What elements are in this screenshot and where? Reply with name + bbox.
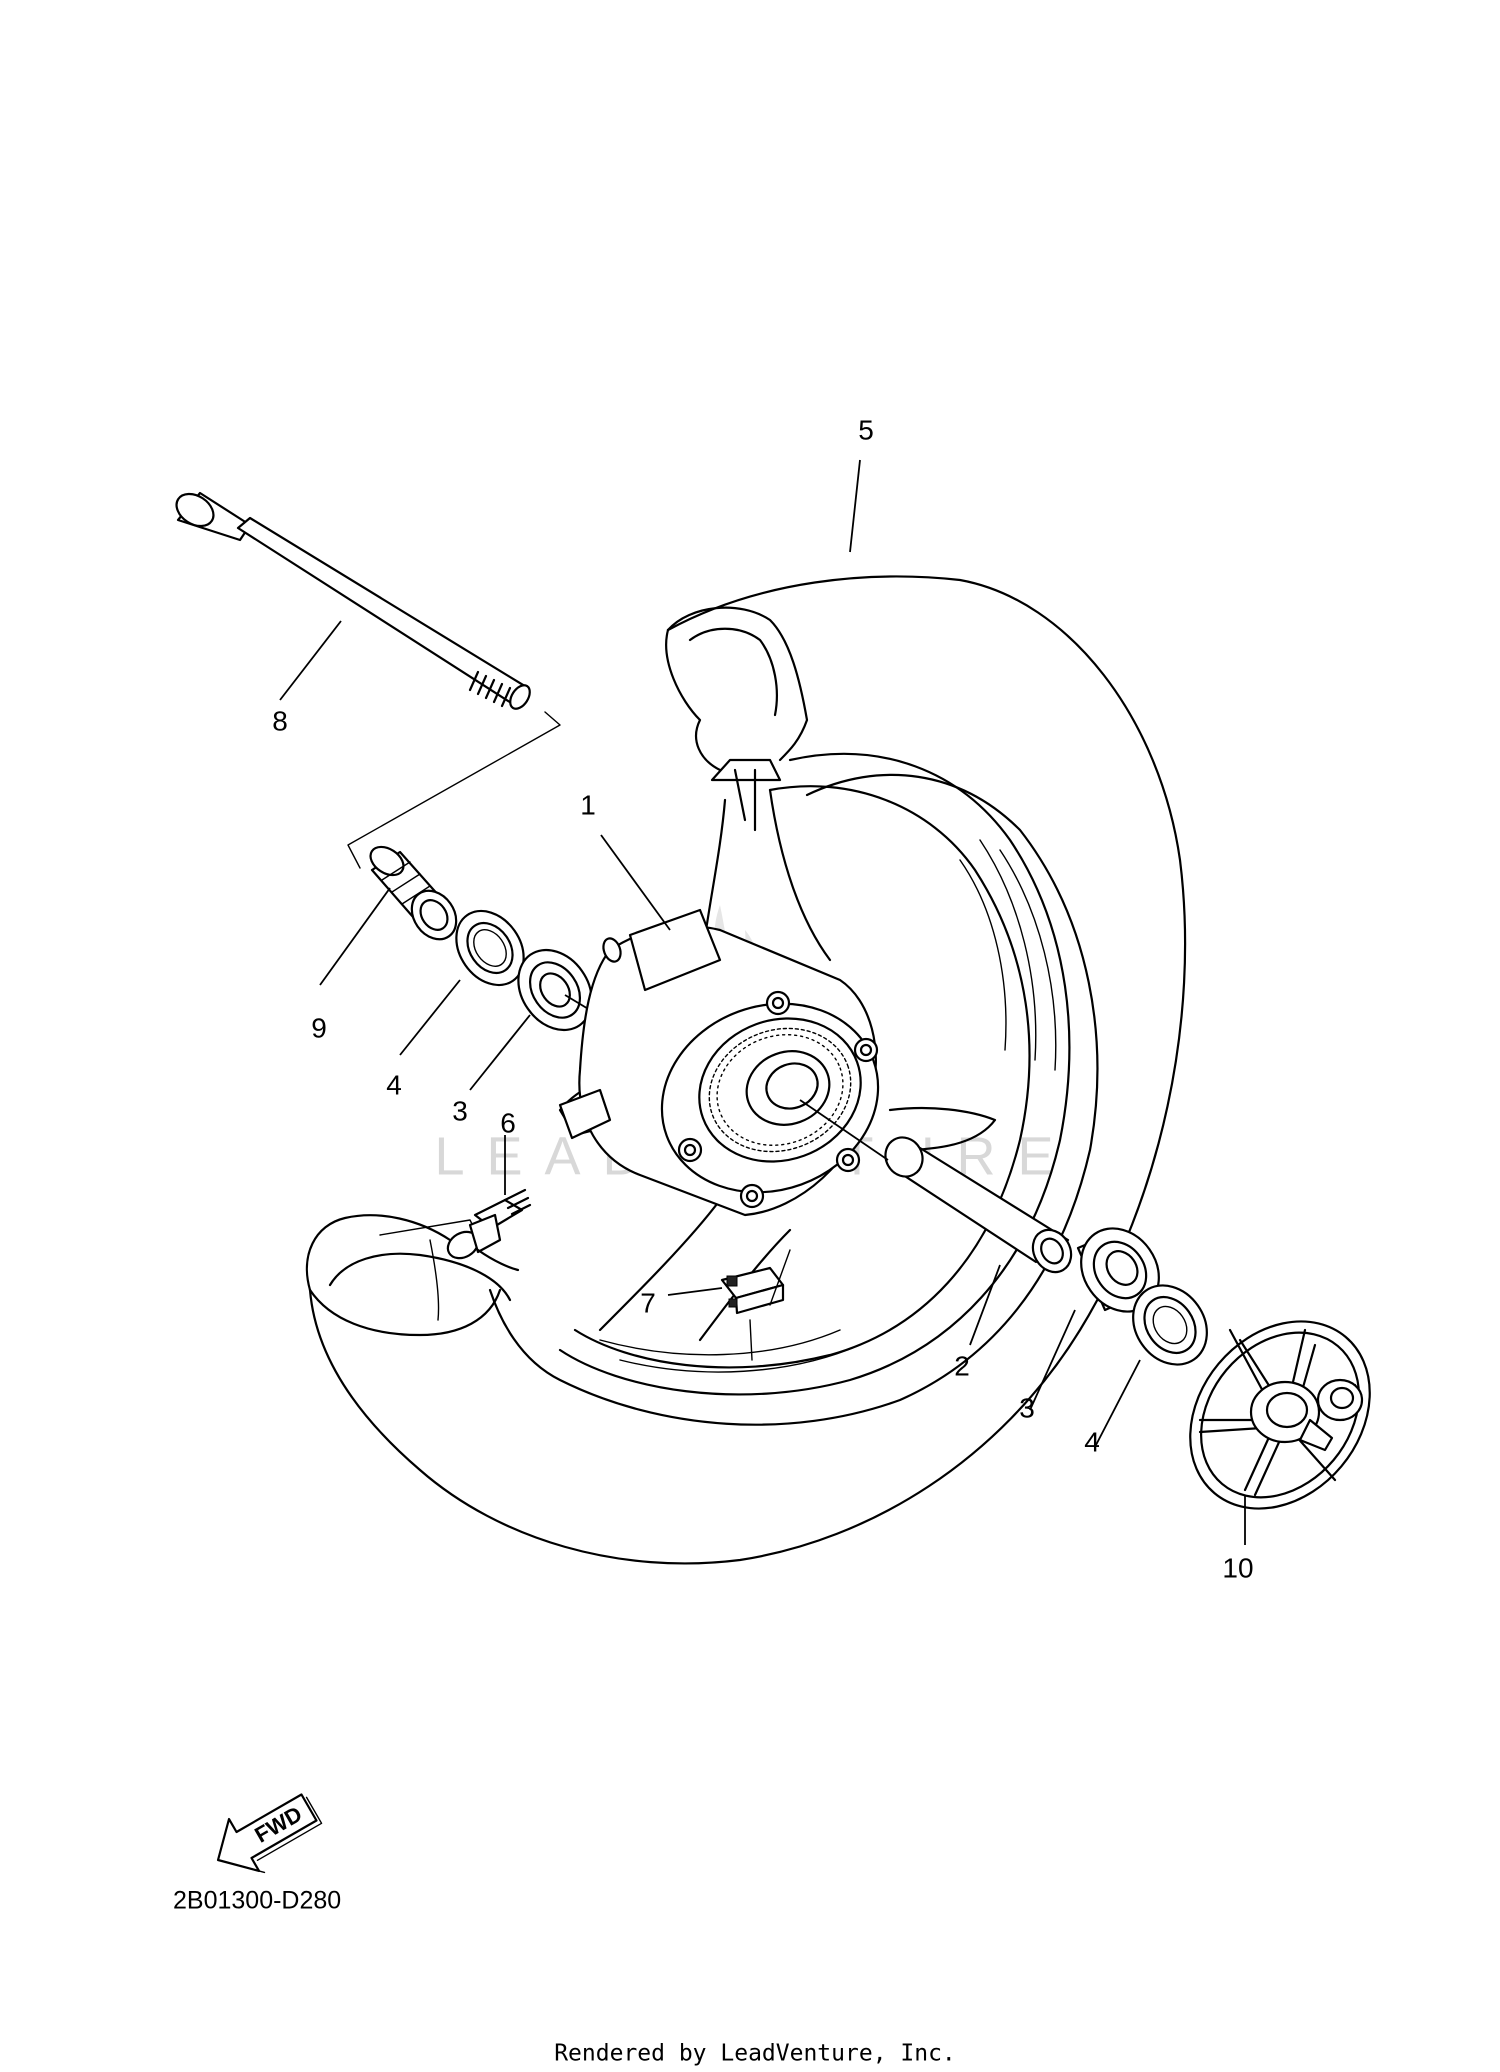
part-bearing-right [1076, 1227, 1160, 1313]
leader-lines [279, 459, 1246, 1545]
part-oil-seal-right [1132, 1284, 1208, 1366]
callout-1: 1 [580, 789, 596, 820]
assembly-line-axle [347, 711, 561, 869]
footer-credit: Rendered by LeadVenture, Inc. [554, 2041, 956, 2067]
part-balance-weight [720, 1266, 785, 1315]
callouts: 5 8 1 9 4 3 6 7 2 3 4 10 [272, 414, 1253, 1583]
part-spacer [799, 1099, 1073, 1274]
part-wheel [558, 752, 1071, 1396]
diagram-code: 2B01300-D280 [173, 1887, 341, 1915]
part-valve [446, 1188, 532, 1272]
part-axle [175, 491, 531, 710]
callout-4-right: 4 [1084, 1426, 1100, 1457]
callout-5: 5 [858, 414, 874, 445]
callout-3-left: 3 [452, 1095, 468, 1126]
part-bearing-left [517, 948, 616, 1032]
callout-3-right: 3 [1019, 1392, 1035, 1423]
part-oil-seal-left [455, 909, 525, 987]
part-hub-cover [1189, 1320, 1371, 1510]
fwd-arrow-icon: FWD [216, 1793, 323, 1874]
part-collar [369, 845, 458, 941]
callout-9: 9 [311, 1012, 327, 1043]
callout-8: 8 [272, 705, 288, 736]
callout-2: 2 [954, 1350, 970, 1381]
callout-4-left: 4 [386, 1069, 402, 1100]
callout-6: 6 [500, 1107, 516, 1138]
callout-7: 7 [640, 1287, 656, 1318]
callout-10: 10 [1222, 1552, 1253, 1583]
